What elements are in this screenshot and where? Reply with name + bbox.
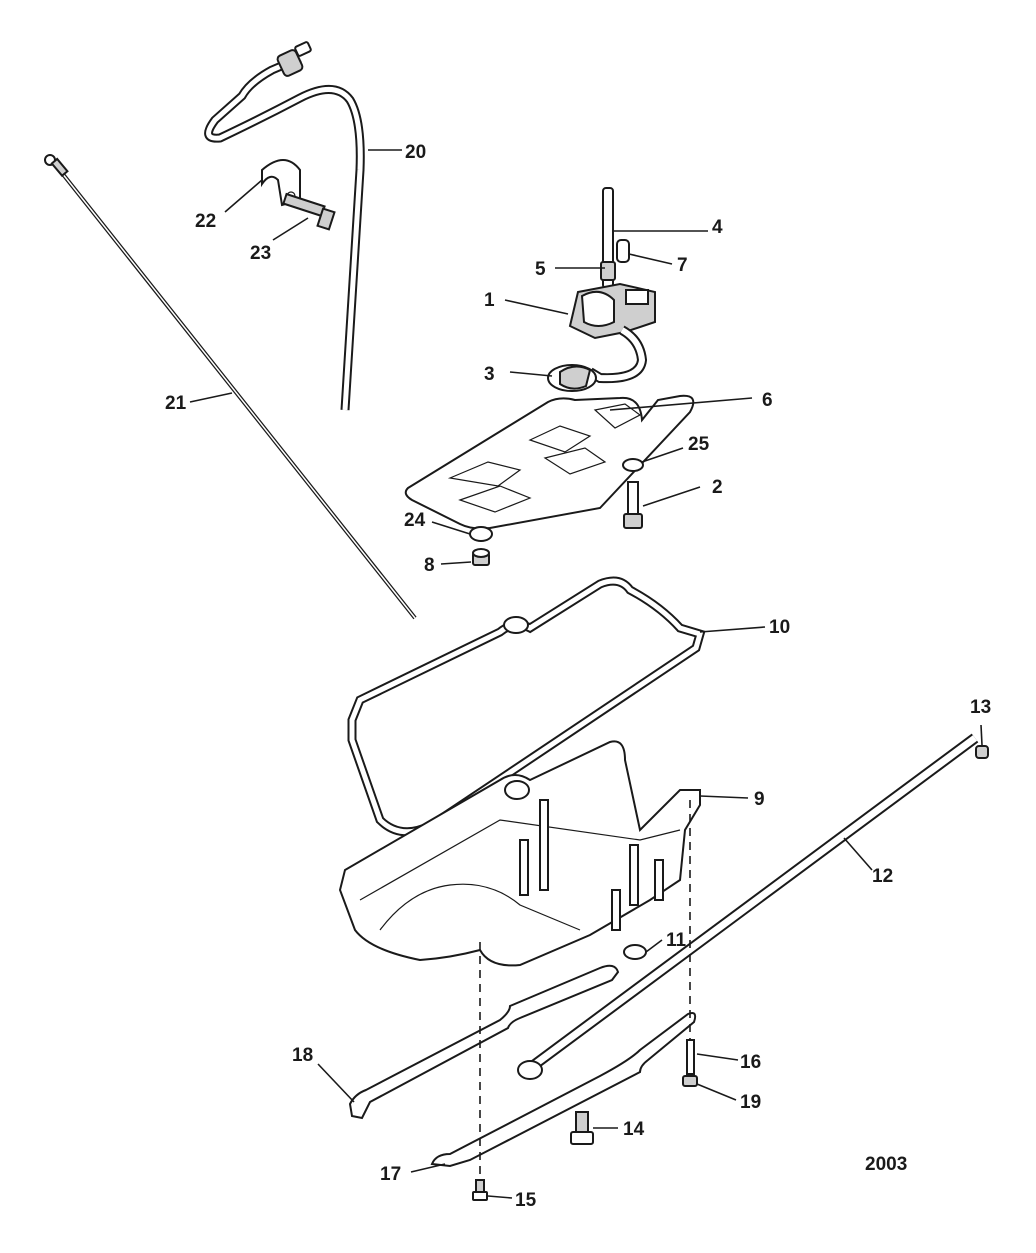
callout-8: 8 [424,555,435,576]
callout-12: 12 [872,866,893,887]
hose-cap [975,745,989,759]
callout-5: 5 [535,259,546,280]
pan-stud [686,1039,695,1075]
callout-3: 3 [484,364,495,385]
callout-20: 20 [405,142,426,163]
dowel-pin [616,239,630,263]
drain-plug [570,1111,594,1145]
washer-lower [469,526,493,542]
callout-18: 18 [292,1045,313,1066]
side-gasket-right [430,1012,697,1168]
drain-hose [517,733,979,1080]
tray-nut [472,548,490,566]
callout-17: 17 [380,1164,401,1185]
callout-7: 7 [677,255,688,276]
callout-24: 24 [404,510,426,531]
callout-25: 25 [688,434,710,455]
callout-4: 4 [712,217,723,238]
dipstick-tube [204,41,365,411]
callout-21: 21 [165,393,187,414]
callout-1: 1 [484,290,495,311]
callout-11: 11 [666,930,687,951]
washer-upper [622,458,644,472]
oil-pump [568,282,656,340]
pickup-screen [547,364,597,392]
pan-bolt [472,1179,488,1201]
callout-19: 19 [740,1092,761,1113]
oil-pump-shaft [600,187,616,289]
clip-bolt [282,192,336,231]
callout-23: 23 [250,243,271,264]
figure-number: 2003 [865,1154,907,1175]
callout-16: 16 [740,1052,761,1073]
callout-10: 10 [769,617,790,638]
callout-6: 6 [762,390,773,411]
stud-nut [682,1075,698,1087]
oil-pan [338,740,701,967]
tray-stud [623,481,643,529]
side-gasket-left [348,964,620,1120]
callout-9: 9 [754,789,765,810]
callout-15: 15 [515,1190,537,1211]
drain-washer [623,944,647,960]
windage-tray [404,394,695,530]
pickup-tube [587,325,648,384]
callout-13: 13 [970,697,991,718]
dipstick [44,154,417,620]
callout-2: 2 [712,477,723,498]
oil-pan-gasket [347,576,706,837]
callout-22: 22 [195,211,216,232]
callout-14: 14 [623,1119,645,1140]
